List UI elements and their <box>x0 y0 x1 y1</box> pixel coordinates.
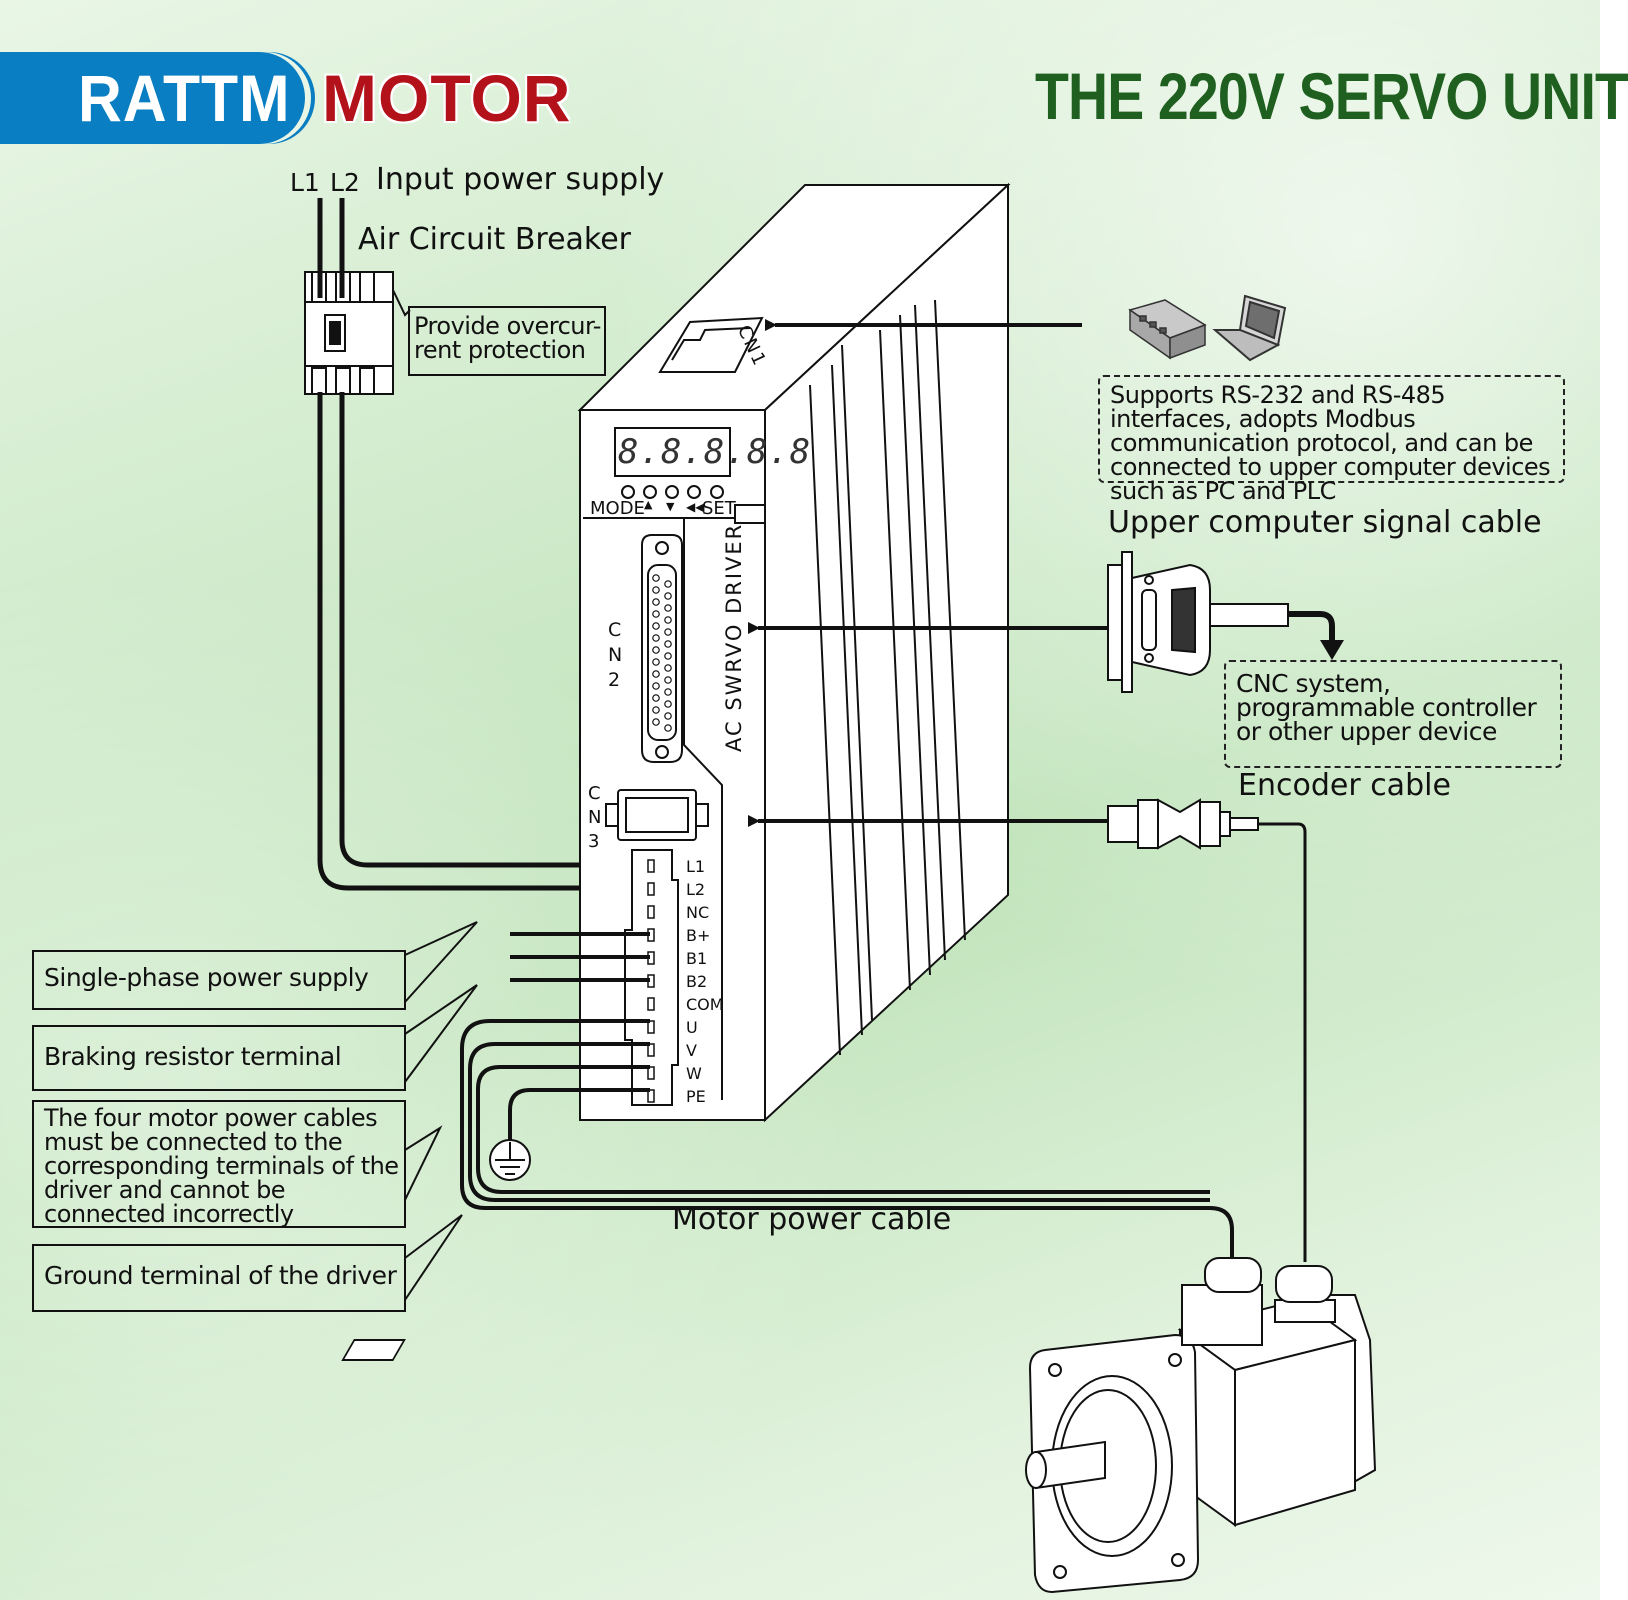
terminal-u: U <box>686 1018 698 1037</box>
driver-display: 8.8.8.8.8 <box>618 432 812 472</box>
callout-braking: Braking resistor terminal <box>32 1025 406 1091</box>
label-breaker: Air Circuit Breaker <box>358 222 632 257</box>
signal-note-text: CNC system, programmable controller or o… <box>1236 669 1537 746</box>
servo-motor <box>341 1257 1377 1594</box>
callout-single-phase: Single-phase power supply <box>32 950 406 1010</box>
label-motor-cable: Motor power cable <box>672 1202 952 1237</box>
button-mode: MODE <box>590 498 645 519</box>
rs-hub-icon <box>1128 299 1207 360</box>
breaker-note-text: Provide overcur-rent protection <box>414 312 601 364</box>
callout-pointers <box>404 921 478 1301</box>
brand-badge <box>0 52 305 144</box>
callout-four-cables-text: The four motor power cables must be conn… <box>44 1104 399 1228</box>
page-title: THE 220V SERVO UNIT <box>1035 59 1628 133</box>
wire-l1-output <box>317 392 650 891</box>
terminal-l1: L1 <box>686 857 706 876</box>
label-encoder-cable: Encoder cable <box>1238 768 1451 803</box>
signal-cable <box>1288 611 1335 645</box>
signal-note-box: CNC system, programmable controller or o… <box>1224 660 1562 768</box>
terminal-l2: L2 <box>686 880 706 899</box>
button-set: SET <box>702 498 736 519</box>
signal-cable-arrow <box>1320 640 1344 660</box>
callout-ground-text: Ground terminal of the driver <box>44 1261 397 1290</box>
callout-single-phase-text: Single-phase power supply <box>44 963 369 992</box>
encoder-cable <box>1258 822 1307 1262</box>
label-signal-cable: Upper computer signal cable <box>1108 505 1542 540</box>
terminal-bplus: B+ <box>686 926 711 945</box>
laptop-icon <box>1212 294 1287 362</box>
breaker-note-box: Provide overcur-rent protection <box>408 306 606 376</box>
driver-vertical-label: AC SWRVO DRIVER <box>722 522 746 752</box>
label-input-l2: L2 <box>330 168 360 197</box>
comm-note-text: Supports RS-232 and RS-485 interfaces, a… <box>1110 381 1551 505</box>
wire-l2-output <box>339 392 650 868</box>
callout-braking-text: Braking resistor terminal <box>44 1042 342 1071</box>
label-input-l1: L1 <box>290 168 320 197</box>
terminal-com: COM <box>686 995 724 1014</box>
comm-note-box: Supports RS-232 and RS-485 interfaces, a… <box>1098 375 1565 503</box>
terminal-w: W <box>686 1064 702 1083</box>
motor-power-cable <box>460 1019 1234 1262</box>
callout-four-cables: The four motor power cables must be conn… <box>32 1100 406 1228</box>
brand-rattm: RATTM <box>78 61 291 135</box>
terminal-pins <box>647 859 655 1103</box>
brand-motor: MOTOR <box>322 61 572 135</box>
servo-driver <box>577 182 1011 1123</box>
terminal-b1: B1 <box>686 949 708 968</box>
label-input-power: Input power supply <box>376 162 665 197</box>
button-shift: ◀◀ <box>686 500 705 514</box>
terminal-pe: PE <box>686 1087 706 1106</box>
callout-ground: Ground terminal of the driver <box>32 1244 406 1312</box>
label-cn3: CN3 <box>588 783 602 852</box>
terminal-b2: B2 <box>686 972 708 991</box>
button-down: ▼ <box>666 500 675 513</box>
db-connector-icon <box>1107 551 1289 693</box>
terminal-nc: NC <box>686 903 710 922</box>
ground-symbol <box>489 1139 531 1181</box>
button-up: ▲ <box>644 498 653 511</box>
label-cn2: CN2 <box>608 619 623 691</box>
cn2-pins <box>652 574 672 732</box>
terminal-v: V <box>686 1041 697 1060</box>
encoder-connector-icon <box>1107 798 1259 850</box>
